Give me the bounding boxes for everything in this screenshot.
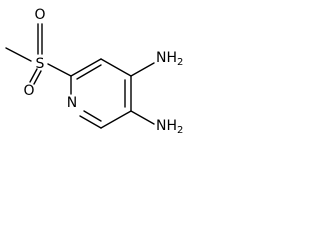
- bond-c3-amine-lower: [130, 110, 155, 125]
- bond-sulfur-oxygen-bottom-1: [29, 68, 38, 83]
- amine-lower-main: NH: [156, 118, 177, 134]
- bond-ring-c6-c5: [70, 58, 102, 77]
- bond-c4-amine-upper: [130, 62, 155, 77]
- atom-ring-nitrogen: N: [67, 95, 77, 111]
- amine-upper-main: NH: [156, 50, 177, 66]
- bond-ring-c2-n1: [79, 115, 102, 129]
- bond-sulfur-oxygen-bottom-2: [33, 70, 42, 85]
- amine-upper-subscript: 2: [177, 57, 183, 68]
- bond-ring-c3-c2: [100, 110, 132, 129]
- chemical-structure: O S O N NH2 NH2: [5, 7, 183, 136]
- atom-labels: O S O N NH2 NH2: [23, 7, 183, 136]
- bond-sulfur-ring: [47, 63, 72, 77]
- atom-sulfur: S: [36, 56, 45, 72]
- atom-amine-upper: NH2: [156, 50, 183, 68]
- bond-ring-c2-n1-inner: [83, 110, 102, 122]
- atom-oxygen-bottom: O: [23, 83, 34, 99]
- atom-oxygen-top: O: [34, 7, 45, 23]
- bond-group: [5, 23, 155, 129]
- bond-methyl-sulfur: [5, 47, 32, 62]
- atom-amine-lower: NH2: [156, 118, 183, 136]
- bond-ring-c6-c5-inner: [76, 64, 102, 80]
- bond-ring-c5-c4: [100, 58, 132, 77]
- amine-lower-subscript: 2: [177, 125, 183, 136]
